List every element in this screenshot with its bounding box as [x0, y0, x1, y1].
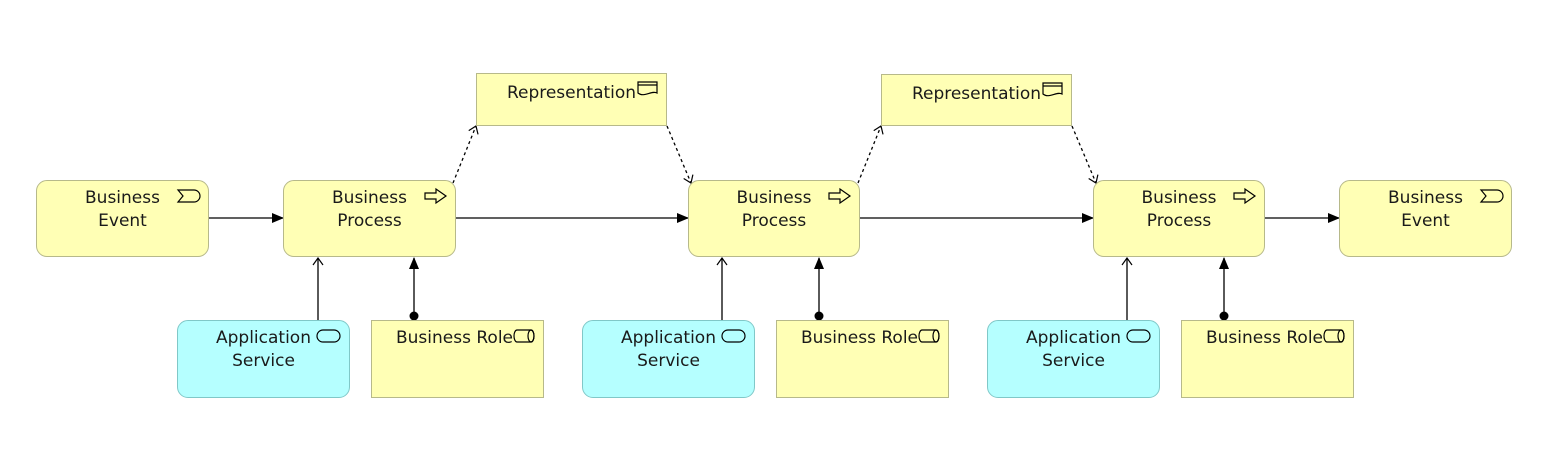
node-label-line1: Business: [1388, 188, 1463, 208]
business-event-icon: [1479, 189, 1504, 203]
application-service-icon: [316, 329, 341, 343]
access-process-1-to-representation-1[interactable]: [452, 125, 479, 184]
representation-icon: [637, 81, 658, 96]
access-process-2-to-representation-2[interactable]: [857, 125, 884, 184]
representation-icon: [1042, 82, 1063, 97]
application-service-icon: [1126, 329, 1151, 343]
node-label-line2: Process: [741, 211, 807, 231]
business-role-node[interactable]: Business Role: [776, 320, 949, 398]
business-process-icon: [1233, 187, 1257, 205]
access-representation-1-to-process-2[interactable]: [666, 125, 694, 184]
node-label: Business Role: [396, 328, 513, 348]
business-role-node[interactable]: Business Role: [371, 320, 544, 398]
node-label-line2: Service: [637, 351, 700, 371]
application-service-icon: [721, 329, 746, 343]
business-process-icon: [424, 187, 448, 205]
node-label: Representation: [506, 83, 637, 103]
node-label-line1: Business: [1141, 188, 1217, 208]
business-event-icon: [176, 189, 201, 203]
node-label-line1: Business: [85, 188, 160, 208]
access-representation-2-to-process-3[interactable]: [1071, 125, 1099, 184]
node-label: Business Role: [801, 328, 918, 348]
node-label-line2: Event: [98, 211, 147, 231]
business-process-icon: [828, 187, 852, 205]
business-role-icon: [1323, 329, 1345, 343]
node-label: Representation: [911, 84, 1042, 104]
business-role-icon: [918, 329, 940, 343]
business-role-icon: [513, 329, 535, 343]
node-label-line2: Event: [1401, 211, 1450, 231]
representation-node[interactable]: Representation: [476, 73, 667, 126]
node-label-line1: Application: [621, 328, 716, 348]
node-label: Business Role: [1206, 328, 1323, 348]
node-label-line1: Application: [1026, 328, 1121, 348]
node-label-line1: Application: [216, 328, 311, 348]
node-label-line2: Service: [1042, 351, 1105, 371]
node-label-line2: Service: [232, 351, 295, 371]
node-label-line2: Process: [337, 211, 402, 231]
business-role-node[interactable]: Business Role: [1181, 320, 1354, 398]
node-label-line1: Business: [332, 188, 407, 208]
node-label-line2: Process: [1146, 211, 1212, 231]
node-label-line1: Business: [736, 188, 812, 208]
representation-node[interactable]: Representation: [881, 74, 1072, 126]
